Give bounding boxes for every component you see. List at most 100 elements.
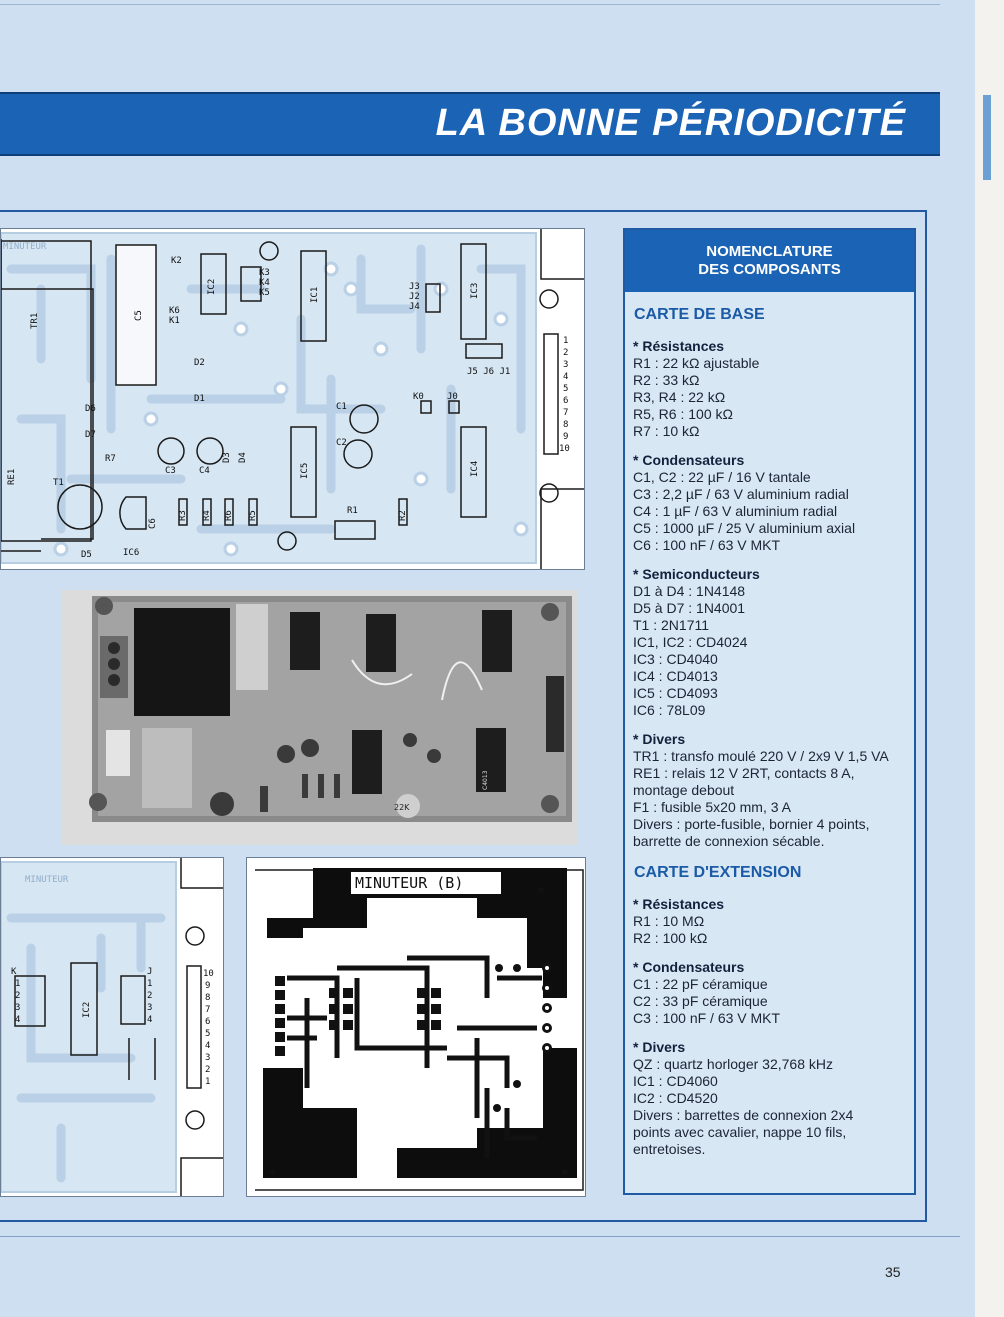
svg-text:R1: R1 bbox=[347, 506, 358, 516]
top-rule bbox=[0, 4, 940, 5]
list-item: IC1 : CD4060 bbox=[633, 1073, 718, 1089]
photo-ic-5 bbox=[476, 728, 506, 792]
list-item: IC5 : CD4093 bbox=[633, 685, 718, 701]
ext-pin-2: 2 bbox=[205, 1065, 210, 1075]
list-item: IC4 : CD4013 bbox=[633, 668, 718, 684]
svg-text:IC1: IC1 bbox=[310, 287, 320, 303]
ext-pin-7: 7 bbox=[205, 1005, 210, 1015]
extension-board-diagram: MINUTEUR K J IC2 1 2 3 4 1 2 3 4 10 9 8 … bbox=[0, 857, 224, 1197]
ext-label-j3: 2 bbox=[147, 991, 152, 1001]
group-title: * Divers bbox=[633, 731, 686, 747]
svg-text:D3: D3 bbox=[222, 452, 232, 463]
copper-side-svg: MINUTEUR (B) bbox=[255, 868, 584, 1191]
group-base-semiconductors: * Semiconducteurs D1 à D4 : 1N4148 D5 à … bbox=[633, 566, 909, 719]
photo-ic-3 bbox=[482, 610, 512, 672]
list-item: R5, R6 : 100 kΩ bbox=[633, 406, 733, 422]
photo-relay bbox=[142, 728, 192, 808]
copper-pad-holes bbox=[545, 966, 549, 1050]
svg-text:3: 3 bbox=[563, 360, 568, 370]
list-item: C3 : 100 nF / 63 V MKT bbox=[633, 1010, 781, 1026]
group-ext-misc: * Divers QZ : quartz horloger 32,768 kHz… bbox=[633, 1039, 909, 1158]
tracks bbox=[6, 244, 526, 534]
svg-text:K6: K6 bbox=[169, 306, 180, 316]
svg-text:D2: D2 bbox=[194, 358, 205, 368]
list-item: points avec cavalier, nappe 10 fils, bbox=[633, 1124, 847, 1140]
group-base-resistances: * Résistances R1 : 22 kΩ ajustable R2 : … bbox=[633, 338, 909, 440]
svg-text:IC5: IC5 bbox=[300, 463, 310, 479]
list-item: entretoises. bbox=[633, 1141, 706, 1157]
group-ext-capacitors: * Condensateurs C1 : 22 pF céramique C2 … bbox=[633, 959, 909, 1027]
group-title: * Condensateurs bbox=[633, 959, 745, 975]
list-item: T1 : 2N1711 bbox=[633, 617, 710, 633]
svg-text:IC6: IC6 bbox=[123, 548, 139, 558]
list-item: IC2 : CD4520 bbox=[633, 1090, 718, 1106]
copper-caption: MINUTEUR (B) bbox=[355, 874, 463, 892]
svg-text:D5: D5 bbox=[81, 550, 92, 560]
ext-pin-6: 6 bbox=[205, 1017, 210, 1027]
group-title: * Résistances bbox=[633, 338, 725, 354]
frame-right-line bbox=[925, 210, 927, 1222]
photo-capacitor-c5 bbox=[236, 604, 268, 690]
photo-trimmer bbox=[396, 794, 420, 818]
nomenclature-header: NOMENCLATURE DES COMPOSANTS bbox=[625, 230, 914, 292]
component-outlines bbox=[1, 229, 584, 569]
list-item: Divers : barrettes de connexion 2x4 bbox=[633, 1107, 854, 1123]
svg-text:D6: D6 bbox=[85, 404, 96, 414]
group-base-misc: * Divers TR1 : transfo moulé 220 V / 2x9… bbox=[633, 731, 909, 850]
copper-ground-plane bbox=[267, 868, 567, 998]
group-title: * Résistances bbox=[633, 896, 725, 912]
list-item: R7 : 10 kΩ bbox=[633, 423, 700, 439]
edge-tab bbox=[983, 95, 991, 180]
svg-text:TR1: TR1 bbox=[30, 313, 40, 329]
svg-text:8: 8 bbox=[563, 420, 568, 430]
svg-text:J5 J6 J1: J5 J6 J1 bbox=[467, 367, 510, 377]
svg-text:R2: R2 bbox=[398, 510, 408, 521]
svg-text:MINUTEUR: MINUTEUR bbox=[3, 242, 47, 252]
ext-pin-5: 5 bbox=[205, 1029, 210, 1039]
bottom-rule bbox=[0, 1236, 960, 1237]
ext-label-j4: 1 bbox=[147, 979, 152, 989]
frame-top-line bbox=[0, 210, 927, 212]
group-title: * Divers bbox=[633, 1039, 686, 1055]
list-item: R1 : 22 kΩ ajustable bbox=[633, 355, 760, 371]
board-photo: 22K C4013 bbox=[62, 590, 577, 845]
svg-text:K0: K0 bbox=[413, 392, 424, 402]
copper-side-diagram: MINUTEUR (B) bbox=[246, 857, 586, 1197]
ext-label-j2: 3 bbox=[147, 1003, 152, 1013]
list-item: C5 : 1000 µF / 25 V aluminium axial bbox=[633, 520, 856, 536]
svg-text:10: 10 bbox=[559, 444, 570, 454]
photo-small-parts bbox=[210, 733, 441, 816]
svg-text:R6: R6 bbox=[224, 510, 234, 521]
ext-pin-9: 9 bbox=[205, 981, 210, 991]
photo-ic-1 bbox=[290, 612, 320, 670]
svg-text:R7: R7 bbox=[105, 454, 116, 464]
svg-text:IC4: IC4 bbox=[470, 461, 480, 477]
group-base-capacitors: * Condensateurs C1, C2 : 22 µF / 16 V ta… bbox=[633, 452, 909, 554]
svg-text:J0: J0 bbox=[447, 392, 458, 402]
pads bbox=[53, 261, 529, 557]
list-item: C1, C2 : 22 µF / 16 V tantale bbox=[633, 469, 811, 485]
list-item: Divers : porte-fusible, bornier 4 points… bbox=[633, 816, 870, 832]
ext-label-minuteur: MINUTEUR bbox=[25, 875, 69, 885]
list-item: montage debout bbox=[633, 782, 735, 798]
photo-fuse bbox=[106, 730, 130, 776]
page-number: 35 bbox=[885, 1264, 901, 1280]
ext-pin-4: 4 bbox=[205, 1041, 210, 1051]
svg-text:J3: J3 bbox=[409, 282, 420, 292]
header-line-1: NOMENCLATURE bbox=[706, 243, 833, 260]
svg-text:2: 2 bbox=[563, 348, 568, 358]
svg-text:C6: C6 bbox=[148, 518, 158, 529]
svg-text:K5: K5 bbox=[259, 288, 270, 298]
title-band: LA BONNE PÉRIODICITÉ bbox=[0, 92, 940, 156]
svg-text:D4: D4 bbox=[238, 452, 248, 463]
svg-text:K3: K3 bbox=[259, 268, 270, 278]
svg-text:D7: D7 bbox=[85, 430, 96, 440]
list-item: barrette de connexion sécable. bbox=[633, 833, 825, 849]
svg-text:D1: D1 bbox=[194, 394, 205, 404]
ext-label-ic2: IC2 bbox=[82, 1002, 92, 1018]
list-item: IC6 : 78L09 bbox=[633, 702, 706, 718]
photo-ic-4 bbox=[352, 730, 382, 794]
copper-right-block bbox=[397, 1048, 577, 1178]
